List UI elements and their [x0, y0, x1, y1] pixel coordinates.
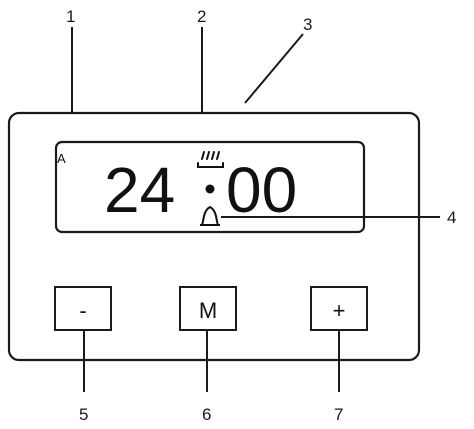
display-window — [54, 140, 366, 234]
display-hours: 24 — [104, 154, 175, 226]
minus-button-label: - — [79, 298, 86, 323]
separator-dot-icon — [205, 184, 215, 194]
mode-button-label: M — [199, 298, 217, 323]
callout-7: 7 — [334, 405, 343, 424]
plus-button-label: + — [333, 298, 346, 323]
callout-6: 6 — [202, 405, 211, 424]
oven-heat-icon — [197, 151, 224, 168]
minus-button[interactable]: - — [54, 286, 112, 331]
timer-panel-outline — [7, 111, 421, 362]
callout-2: 2 — [197, 7, 206, 26]
callout-5: 5 — [79, 405, 88, 424]
indicator-letter-a: A — [57, 151, 66, 166]
display-minutes: 00 — [226, 154, 297, 226]
callout-4: 4 — [447, 208, 456, 227]
plus-button[interactable]: + — [310, 286, 368, 331]
bell-icon — [200, 206, 220, 226]
callout-3: 3 — [303, 15, 312, 34]
leader-line-3 — [244, 33, 304, 104]
callout-1: 1 — [66, 7, 75, 26]
mode-button[interactable]: M — [179, 286, 237, 331]
